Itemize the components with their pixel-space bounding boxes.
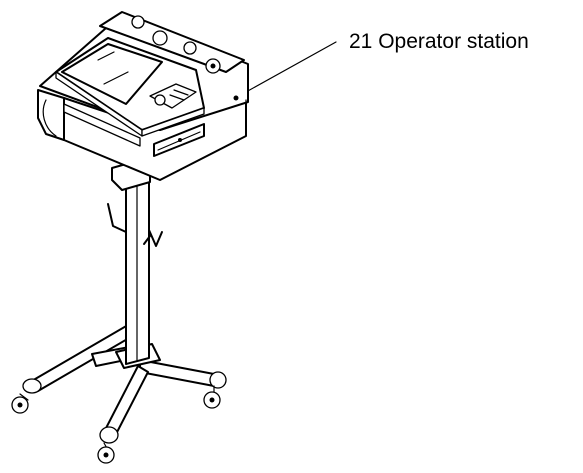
base-rail-end-cap	[22, 378, 42, 394]
operator-station	[37, 11, 249, 181]
cart-column	[107, 159, 163, 365]
control-wheel-icon	[154, 94, 166, 106]
callout-label-operator-station: 21 Operator station	[349, 31, 529, 52]
callout-label-text: 21 Operator station	[349, 30, 529, 53]
knob-3	[183, 41, 197, 55]
knob-1	[131, 15, 145, 29]
side-indicator-dot	[233, 95, 239, 101]
knob-2	[152, 30, 168, 46]
cable-hook-right	[148, 229, 163, 247]
display-screen	[61, 43, 163, 105]
base-rail-end-cap	[209, 371, 227, 389]
cable-hook-left	[107, 203, 127, 233]
base-rail-front-right	[139, 359, 215, 387]
caster-front-left	[97, 442, 115, 464]
base-rail-end-cap	[99, 426, 119, 444]
caster-front-right	[203, 385, 221, 409]
cart-base	[11, 324, 227, 464]
callout-leader-line	[236, 41, 337, 98]
caster-back-left	[11, 393, 29, 414]
